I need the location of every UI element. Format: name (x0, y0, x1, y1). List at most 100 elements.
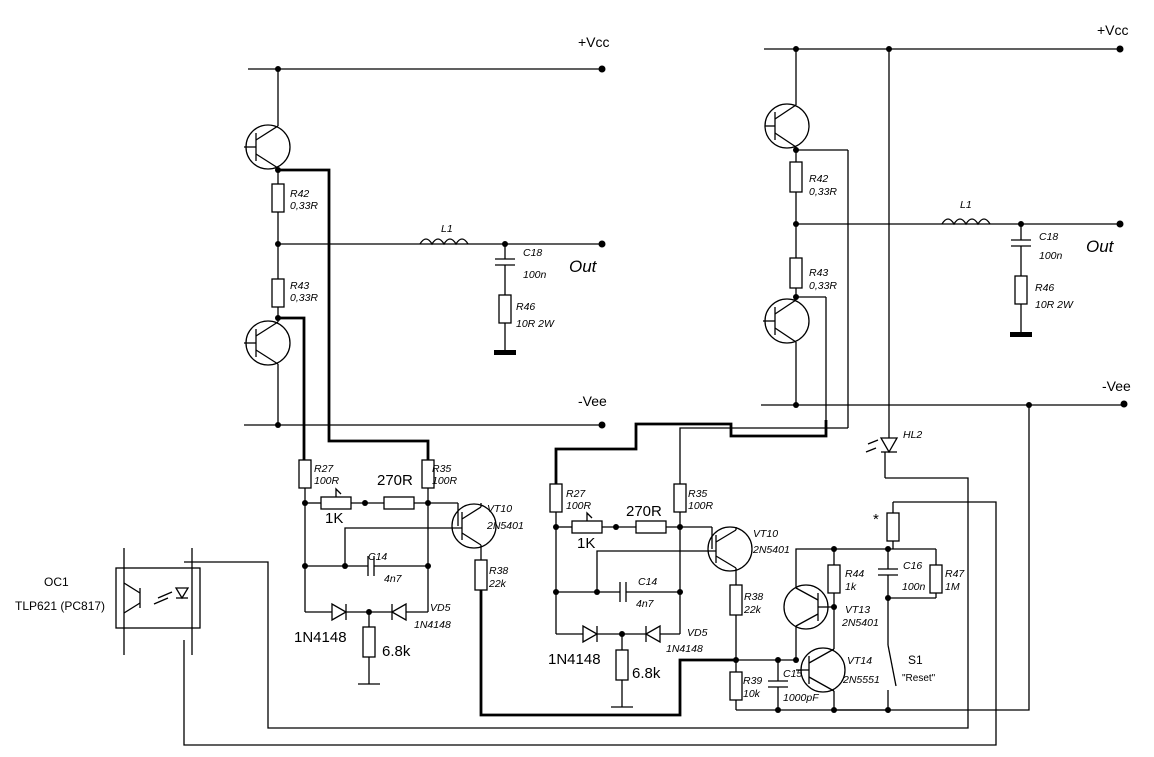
right-r-star (886, 512, 900, 542)
left-c14-value: 4n7 (384, 573, 403, 585)
right-r43 (789, 257, 803, 289)
right-r27-name: R27 (566, 488, 586, 500)
right-r46-name: R46 (1035, 282, 1054, 294)
left-ground (494, 350, 516, 355)
left-pot (320, 496, 352, 510)
left-thick-wire-b (278, 316, 306, 460)
left-driver-stage (298, 459, 497, 685)
right-hl2 (879, 437, 899, 454)
right-pot (571, 520, 603, 534)
right-hl2-label: HL2 (903, 429, 922, 441)
right-c18-name: C18 (1039, 231, 1058, 243)
left-c14-name: C14 (368, 551, 387, 563)
left-l1-name: L1 (441, 223, 453, 235)
right-vt10-value: 2N5401 (752, 544, 790, 556)
left-r35-name: R35 (432, 463, 451, 475)
right-r42-value: 0,33R (809, 186, 837, 198)
right-c15-value: 1000pF (783, 692, 819, 704)
right-r46 (1014, 275, 1028, 305)
right-r47-value: 1M (945, 581, 960, 593)
left-r43-value: 0,33R (290, 292, 318, 304)
left-r42-name: R42 (290, 188, 309, 200)
oc1-part: TLP621 (PC817) (15, 599, 105, 613)
right-vt13-value: 2N5401 (841, 617, 879, 629)
left-r46 (498, 294, 512, 324)
left-r46-name: R46 (516, 301, 535, 313)
right-r27-value: 100R (566, 500, 592, 512)
left-r270-label: 270R (377, 472, 413, 489)
left-c18-name: C18 (523, 247, 542, 259)
left-r27 (298, 459, 312, 489)
labels: +Vcc -Vee Out +Vcc -Vee Out R42 0,33R R4… (15, 22, 1131, 704)
right-c15-name: C15 (783, 668, 802, 680)
right-r38-name: R38 (744, 591, 763, 603)
right-vt14-value: 2N5551 (842, 674, 880, 686)
right-c14-value: 4n7 (636, 598, 655, 610)
left-l1 (419, 238, 469, 246)
right-vcc-label: +Vcc (1097, 22, 1129, 38)
right-vd5 (644, 624, 661, 644)
right-r35-name: R35 (688, 488, 707, 500)
left-r38-name: R38 (489, 565, 508, 577)
right-r38-value: 22k (743, 604, 762, 616)
left-vt10-value: 2N5401 (486, 520, 524, 532)
right-l1 (941, 218, 991, 226)
right-r39 (729, 671, 743, 701)
right-c16-name: C16 (903, 560, 922, 572)
oc1-led (174, 587, 190, 600)
oc1-body (115, 567, 201, 629)
left-pot-label: 1K (325, 510, 343, 527)
right-star-label: * (873, 511, 879, 528)
right-vt14-name: VT14 (847, 655, 872, 667)
right-r42 (789, 161, 803, 193)
right-vd5-value: 1N4148 (666, 643, 703, 655)
right-r39-name: R39 (743, 675, 762, 687)
left-diode (331, 602, 348, 622)
right-output-stage (761, 45, 1128, 711)
left-r38 (474, 559, 488, 591)
left-r27-value: 100R (314, 475, 340, 487)
right-r44-value: 1k (845, 581, 857, 593)
right-vt13-name: VT13 (845, 604, 870, 616)
right-c16-value: 100n (902, 581, 926, 593)
right-s1-value: "Reset" (902, 673, 936, 684)
right-r270-label: 270R (626, 503, 662, 520)
right-vt10-name: VT10 (753, 528, 778, 540)
left-vd5-value: 1N4148 (414, 619, 451, 631)
right-s1 (887, 644, 897, 687)
right-r270 (635, 520, 667, 534)
left-out-label: Out (569, 257, 598, 276)
left-r43-name: R43 (290, 280, 309, 292)
right-vt10 (707, 526, 753, 572)
right-out-label: Out (1086, 237, 1115, 256)
oc1 (115, 477, 997, 746)
right-r38 (729, 584, 743, 616)
right-r68 (615, 649, 629, 681)
right-vd5-name: VD5 (687, 627, 708, 639)
right-r44-name: R44 (845, 568, 864, 580)
right-pot-label: 1K (577, 535, 595, 552)
right-r27 (549, 483, 563, 513)
right-c18-value: 100n (1039, 250, 1063, 262)
right-r44 (827, 564, 841, 594)
left-r68-label: 6.8k (382, 643, 411, 660)
left-vt10 (451, 503, 497, 549)
left-vt10-name: VT10 (487, 503, 512, 515)
left-r42 (271, 183, 285, 213)
left-r68 (362, 626, 376, 658)
right-s1-name: S1 (908, 653, 923, 667)
left-r42-value: 0,33R (290, 200, 318, 212)
right-r68-label: 6.8k (632, 665, 661, 682)
left-r38-value: 22k (488, 578, 507, 590)
left-output-stage (244, 65, 606, 429)
right-diode (582, 624, 599, 644)
left-diode-label: 1N4148 (294, 629, 347, 646)
right-driver-stage (549, 483, 943, 713)
right-diode-label: 1N4148 (548, 651, 601, 668)
left-r46-value: 10R 2W (516, 318, 555, 330)
left-thick-wire-a (278, 168, 430, 460)
right-r47 (929, 564, 943, 594)
right-l1-name: L1 (960, 199, 972, 211)
